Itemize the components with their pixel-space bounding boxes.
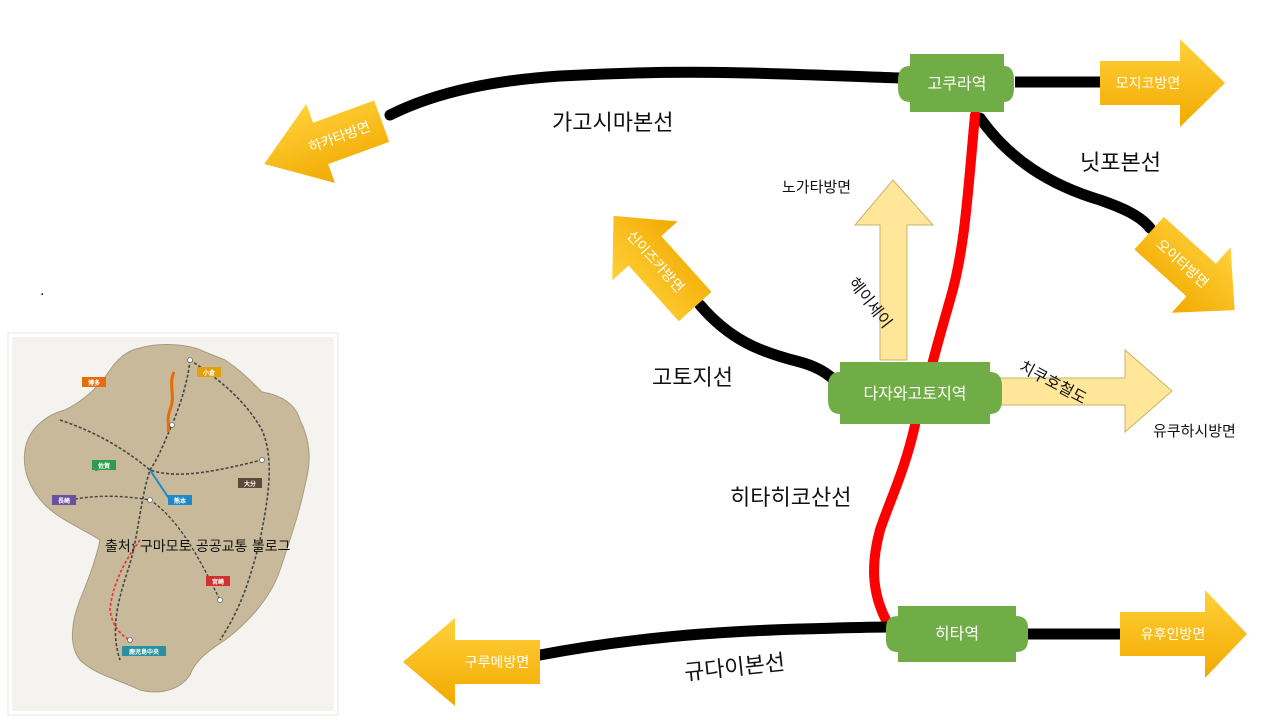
- label-kyudai-line: 규다이본선: [683, 651, 786, 686]
- arrow-nogata: [853, 179, 935, 361]
- label-nippo-line: 닛포본선: [1080, 151, 1161, 176]
- kyushu-landmass: [23, 344, 310, 693]
- arrow-kurume-label: 구루메방면: [465, 655, 529, 671]
- inset-kyushu-map: 博多 小倉 佐賀 長崎 熊本 大分 宮崎 鹿児島中央: [7, 332, 339, 716]
- label-kagoshima-line: 가고시마본선: [552, 111, 673, 136]
- station-hita[interactable]: 히타역: [886, 606, 1028, 662]
- station-kokura-label: 고쿠라역: [928, 74, 987, 93]
- stray-dot: .: [40, 283, 44, 299]
- station-tazawa[interactable]: 다자와고토지역: [828, 362, 1002, 424]
- label-hitahikosan-line: 히타히코산선: [730, 486, 851, 511]
- label-nogata-direction: 노가타방면: [782, 178, 851, 196]
- arrow-shiizuka: [612, 215, 712, 322]
- goto-line: [694, 299, 838, 384]
- hitahikosan-line-south: [869, 420, 920, 627]
- label-goto-line: 고토지선: [652, 366, 733, 391]
- arrow-yukuhashi: [999, 348, 1173, 434]
- arrow-yufuin-label: 유후인방면: [1141, 627, 1205, 643]
- inset-city-kumamoto: 熊本: [174, 497, 187, 505]
- kagoshima-line: [384, 66, 906, 121]
- inset-city-nagasaki: 長崎: [58, 497, 70, 505]
- nippo-line: [974, 112, 1156, 234]
- hitahikosan-line-north: [927, 110, 980, 370]
- inset-city-oita: 大分: [244, 480, 256, 488]
- inset-city-kagoshima: 鹿児島中央: [128, 648, 160, 656]
- arrow-kurume: 구루메방면: [403, 618, 540, 706]
- inset-city-kokura: 小倉: [202, 369, 216, 377]
- inset-city-saga: 佐賀: [97, 462, 110, 470]
- kyudai-line-west: [534, 621, 896, 661]
- arrow-hakata: 하카타방면: [264, 100, 390, 183]
- arrow-moji: 모지코방면: [1100, 39, 1225, 127]
- station-kokura[interactable]: 고쿠라역: [898, 54, 1014, 112]
- label-yukuhashi-direction: 유쿠하시방면: [1153, 422, 1236, 440]
- station-tazawa-label: 다자와고토지역: [863, 384, 966, 403]
- inset-source-caption: 출처: 구마모토 공공교통 블로그: [105, 539, 291, 555]
- arrow-yufuin: 유후인방면: [1120, 590, 1247, 678]
- inset-city-miyazaki: 宮崎: [212, 578, 224, 586]
- arrow-moji-label: 모지코방면: [1116, 76, 1180, 92]
- station-hita-label: 히타역: [935, 624, 979, 643]
- inset-city-hakata: 博多: [88, 379, 100, 387]
